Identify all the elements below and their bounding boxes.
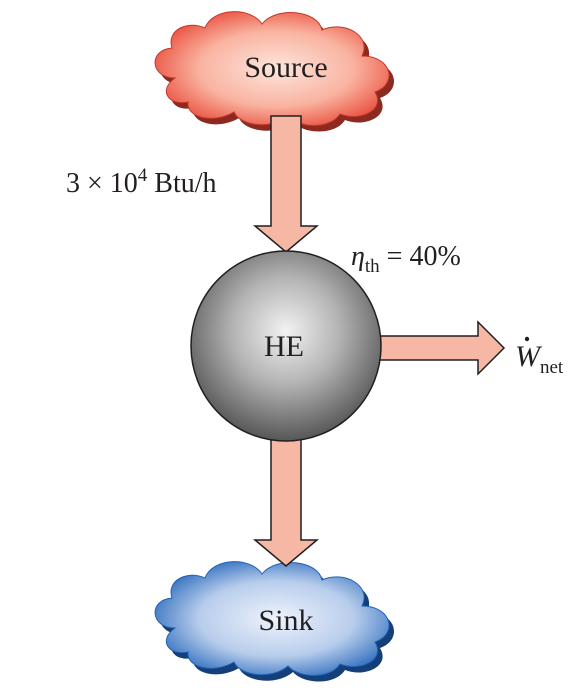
work-output-label: Wnet xyxy=(515,336,564,378)
thermal-efficiency-label: ηth = 40% xyxy=(351,241,461,277)
heat-engine-sphere: HE xyxy=(190,250,382,442)
heat-input-arrow xyxy=(252,115,320,253)
source-cloud: Source xyxy=(154,11,395,132)
engine-label: HE xyxy=(264,330,304,363)
time-derivative-dot xyxy=(524,336,530,342)
heat-rejection-arrow xyxy=(252,437,320,567)
source-label: Source xyxy=(244,51,327,84)
svg-text:Wnet: Wnet xyxy=(515,340,564,378)
sink-cloud: Sink xyxy=(154,561,395,682)
sink-label: Sink xyxy=(258,604,313,637)
heat-input-label: 3 × 104 Btu/h xyxy=(66,165,217,199)
work-output-arrow xyxy=(377,320,506,376)
